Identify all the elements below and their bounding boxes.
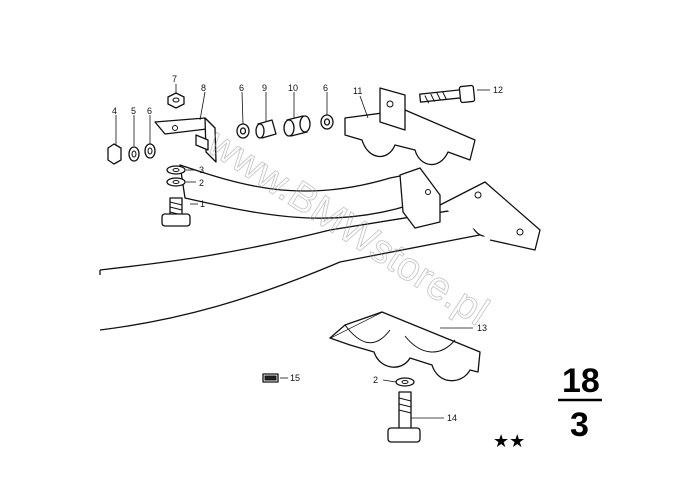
label-14: 14 (447, 413, 457, 423)
bolt-12 (419, 84, 476, 104)
label-6-middle: 6 (239, 83, 244, 93)
group-sub-number: 3 (570, 406, 589, 444)
label-8: 8 (201, 83, 206, 93)
group-number: 18 3 (558, 362, 602, 444)
label-2-lower: 2 (373, 375, 378, 385)
label-2-upper: 2 (199, 178, 204, 188)
label-4: 4 (112, 106, 117, 116)
label-15: 15 (290, 373, 300, 383)
label-12: 12 (493, 85, 503, 95)
label-10: 10 (288, 83, 298, 93)
left-hardware (107, 143, 156, 165)
crossmember-tube (99, 164, 541, 331)
part-15-icon (262, 373, 279, 383)
label-7: 7 (172, 74, 177, 84)
angle-bracket-8 (154, 92, 217, 163)
group-main-number: 18 (562, 362, 600, 400)
label-6-left: 6 (147, 106, 152, 116)
bolt-1-stack (161, 165, 191, 227)
label-5: 5 (131, 106, 136, 116)
clamp-lower-13 (329, 311, 481, 382)
label-13: 13 (477, 323, 487, 333)
label-11: 11 (353, 86, 362, 96)
bracket-upper-11 (344, 87, 476, 166)
label-1: 1 (200, 199, 205, 209)
bushing-set (236, 114, 334, 139)
marker-stars: ★★ (493, 431, 525, 452)
label-3: 3 (199, 165, 204, 175)
label-6-right: 6 (323, 83, 328, 93)
bolt-14-stack (387, 377, 421, 443)
label-9: 9 (262, 83, 267, 93)
leader-lines (115, 84, 490, 419)
part-labels: 1 2 3 4 5 6 7 8 6 9 10 6 11 12 13 2 14 1… (112, 74, 503, 423)
